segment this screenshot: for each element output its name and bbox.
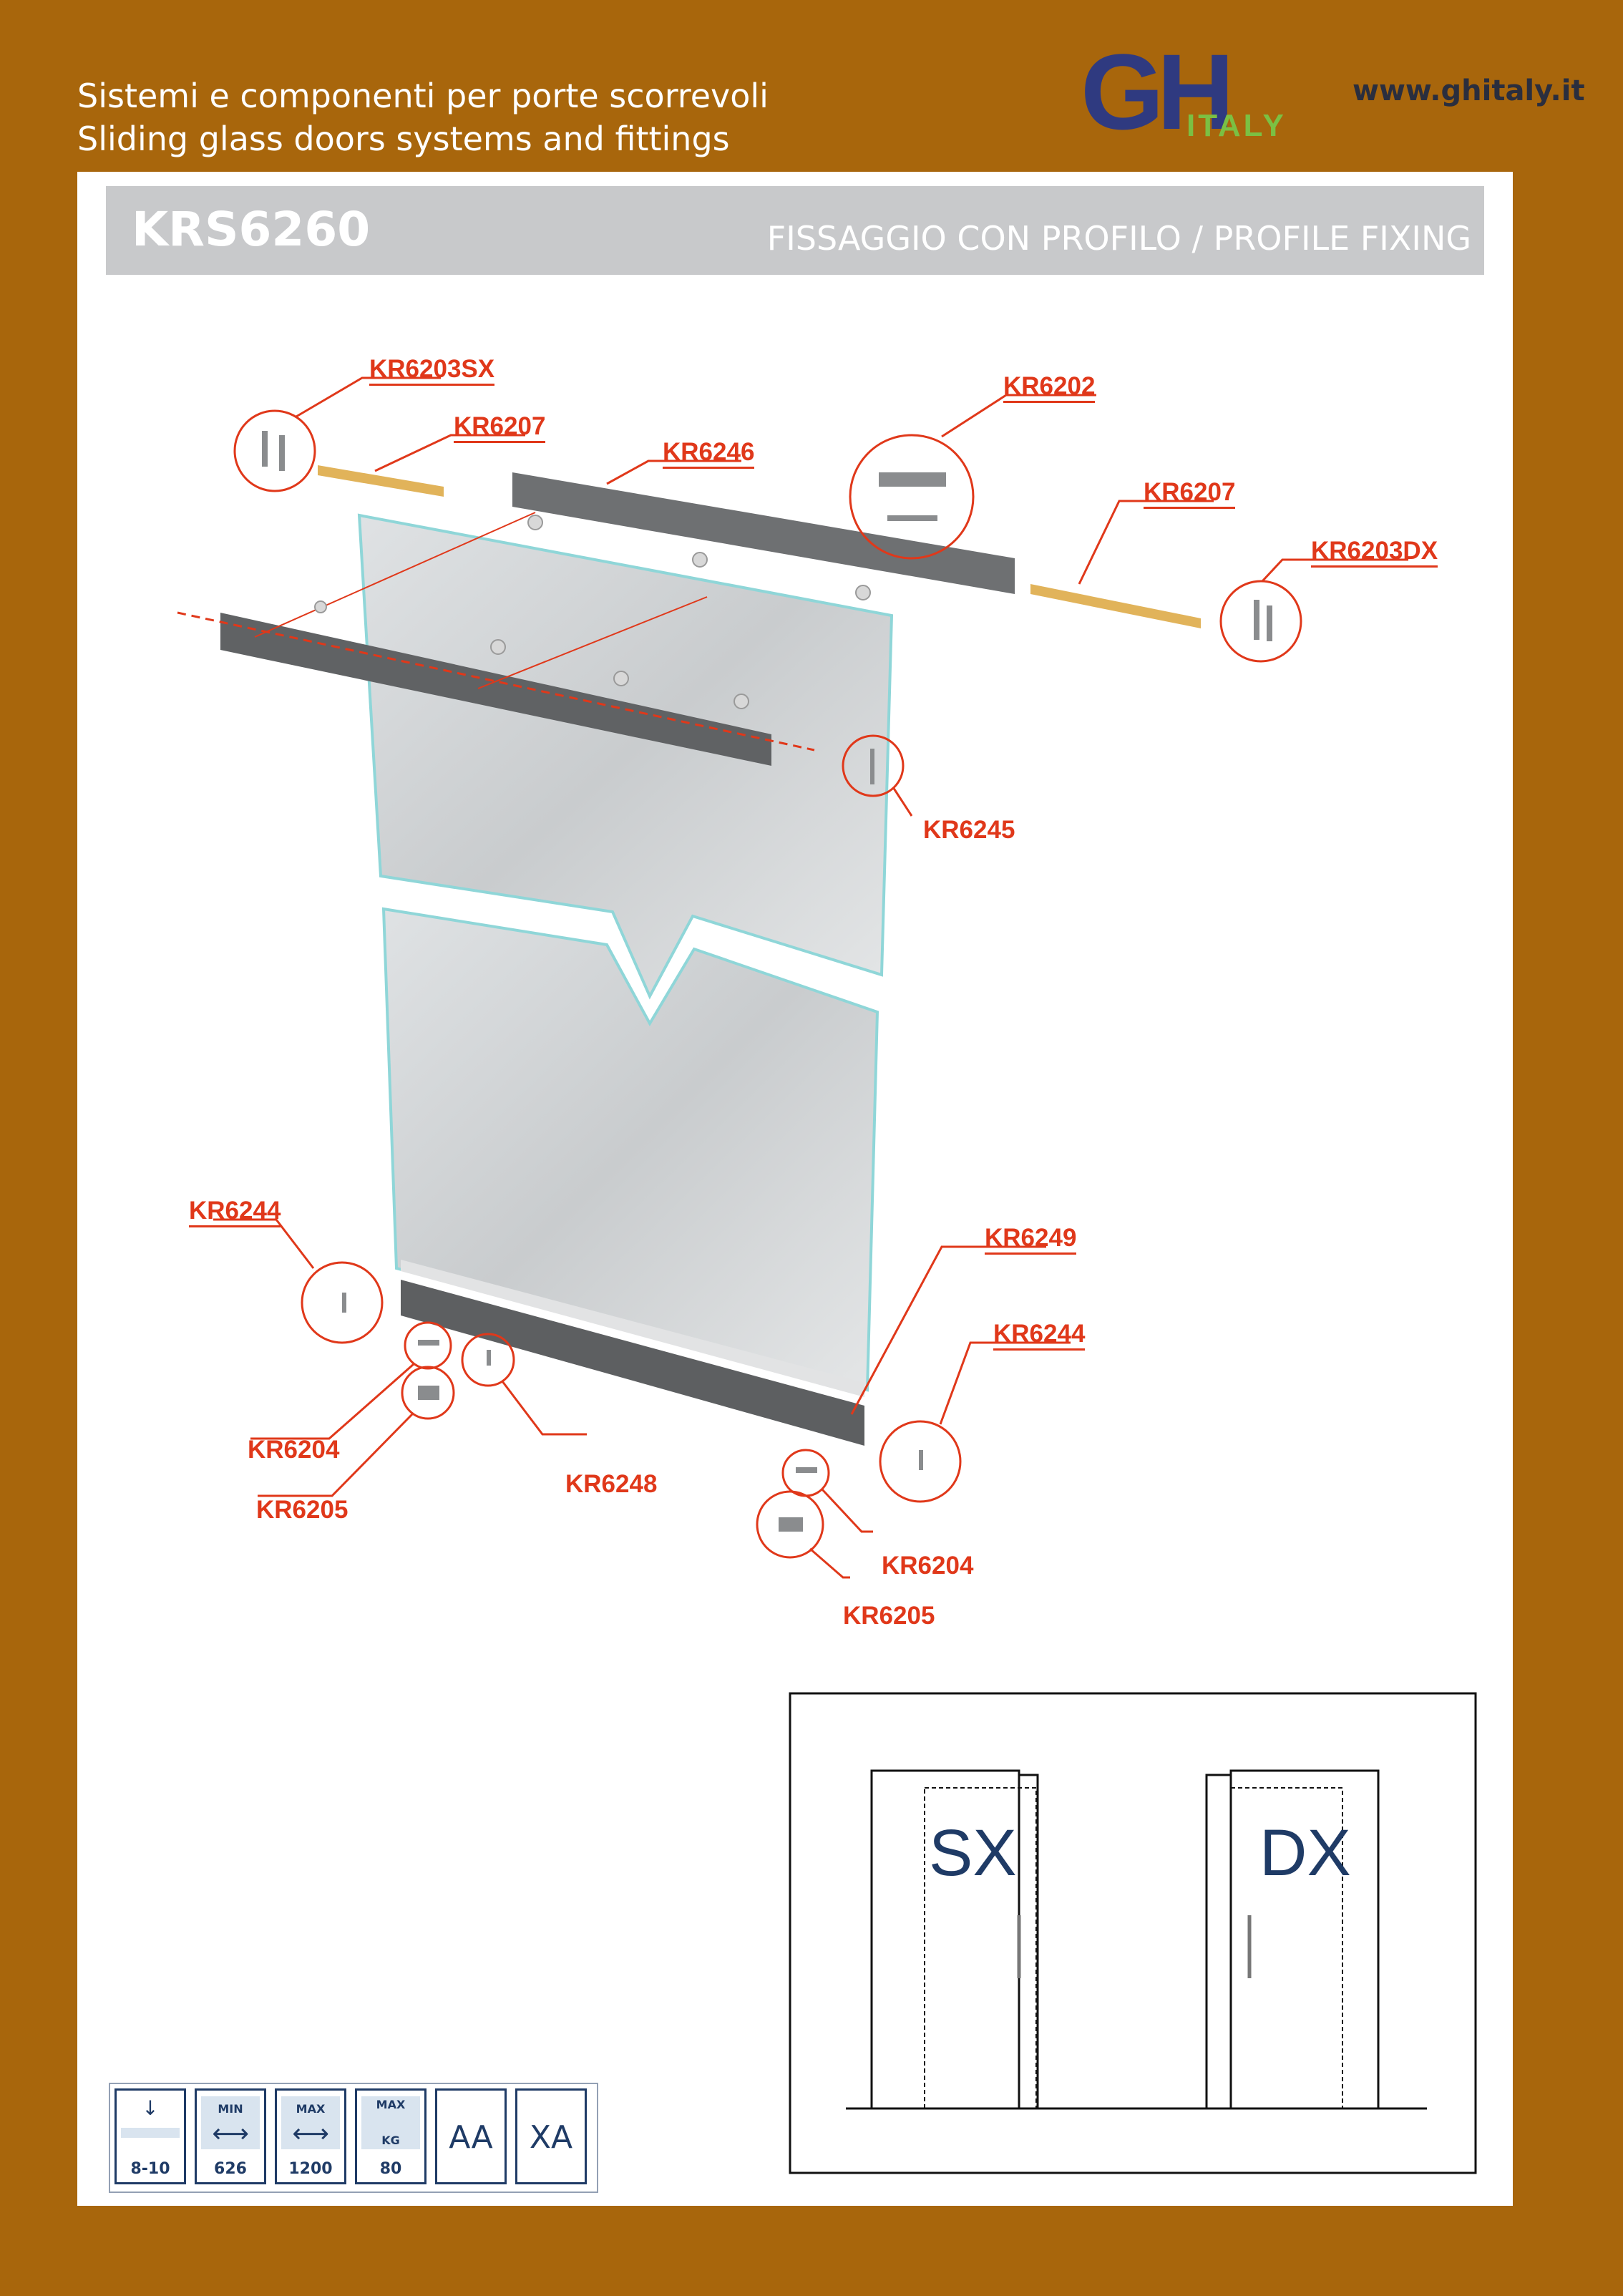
header-line-it: Sistemi e componenti per porte scorrevol… — [77, 77, 769, 115]
glass-thickness-icon: ↓ 8-10 — [114, 2088, 186, 2184]
top-rail — [512, 472, 1015, 594]
logo-sub: ITALY — [1186, 108, 1287, 143]
label-kr6207-right: KR6207 — [1144, 478, 1236, 509]
floor-strip — [401, 1260, 864, 1397]
side-left-label: SX — [929, 1816, 1017, 1889]
max-width-icon: MAX ⟷ 1200 — [275, 2088, 346, 2184]
product-code: KRS6260 — [132, 202, 371, 257]
label-kr6204-right: KR6204 — [882, 1552, 974, 1580]
min-width-icon: MIN ⟷ 626 — [195, 2088, 266, 2184]
logo-main: GH — [1081, 43, 1228, 143]
side-right-label: DX — [1259, 1816, 1351, 1889]
label-kr6205-left: KR6205 — [256, 1496, 349, 1524]
label-kr6248: KR6248 — [565, 1470, 658, 1498]
exploded-diagram: SX DX — [177, 376, 1477, 2174]
title-bar: KRS6260 FISSAGGIO CON PROFILO / PROFILE … — [106, 186, 1484, 275]
label-kr6205-right: KR6205 — [843, 1602, 935, 1630]
xa-icon: XA — [515, 2088, 587, 2184]
label-kr6249: KR6249 — [985, 1224, 1077, 1255]
label-kr6246: KR6246 — [663, 438, 755, 469]
glass-panel-upper — [357, 513, 894, 1000]
front-profile — [220, 613, 771, 766]
fixing-type: FISSAGGIO CON PROFILO / PROFILE FIXING — [766, 219, 1471, 258]
gh-italy-logo: GH ITALY — [1081, 43, 1287, 143]
spec-icons-bar: ↓ 8-10 MIN ⟷ 626 MAX ⟷ 1200 MAX KG 80 AA… — [109, 2083, 598, 2193]
label-kr6244-right: KR6244 — [993, 1320, 1086, 1351]
max-weight-icon: MAX KG 80 — [355, 2088, 427, 2184]
label-kr6203dx: KR6203DX — [1311, 537, 1438, 568]
wood-spacer-right — [1030, 584, 1201, 628]
bottom-guide — [401, 1280, 864, 1446]
label-kr6207-left: KR6207 — [454, 412, 546, 443]
wood-spacer-left — [318, 465, 444, 497]
label-kr6204-left: KR6204 — [248, 1436, 340, 1464]
label-kr6244-left: KR6244 — [189, 1197, 281, 1227]
datasheet-page: KRS6260 FISSAGGIO CON PROFILO / PROFILE … — [77, 172, 1513, 2206]
label-kr6202: KR6202 — [1003, 372, 1096, 403]
aa-icon: AA — [435, 2088, 507, 2184]
header-line-en: Sliding glass doors systems and fittings — [77, 120, 730, 158]
label-kr6245: KR6245 — [923, 816, 1015, 844]
header-text: Sistemi e componenti per porte scorrevol… — [77, 74, 769, 160]
label-kr6203sx: KR6203SX — [369, 355, 495, 386]
website-link[interactable]: www.ghitaly.it — [1352, 74, 1585, 107]
sx-dx-diagram — [789, 1692, 1477, 2174]
